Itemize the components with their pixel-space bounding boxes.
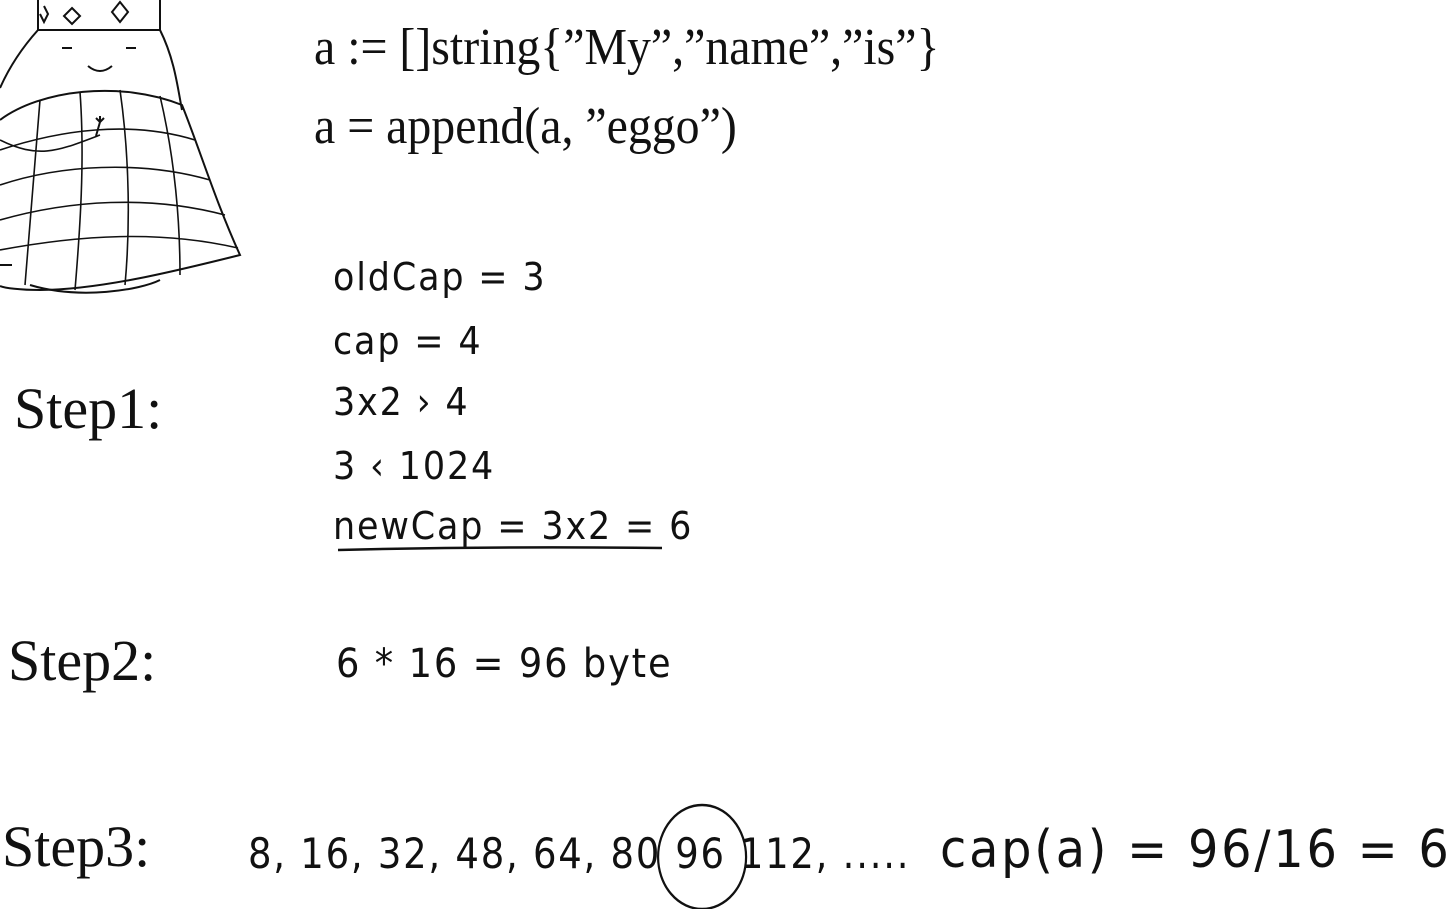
blanket-lower-edge — [29, 279, 161, 294]
gopher-mascot-illustration — [0, 0, 242, 294]
step3-label: Step3: — [2, 814, 151, 879]
sequence-after: 112, ..... — [739, 829, 911, 878]
size-class-sequence: 8, 16, 32, 48, 64, 80 96 112, ..... — [248, 803, 910, 909]
sequence-highlight-wrapper: 96 — [657, 803, 748, 909]
step1-cap: cap = 4 — [333, 319, 483, 363]
step1-new-cap: newCap = 3x2 = 6 — [333, 504, 694, 548]
step1-double-compare: 3x2 › 4 — [333, 380, 470, 424]
blanket-grid — [0, 89, 239, 291]
crown-icon — [37, 0, 161, 31]
code-line-slice-declaration: a := []string{”My”,”name”,”is”} — [314, 19, 940, 76]
code-line-append-call: a = append(a, ”eggo”) — [314, 98, 737, 155]
blanket-outline — [0, 89, 242, 292]
gopher-hand — [95, 116, 105, 137]
crown-diamond — [39, 0, 130, 26]
step3-cap-result: cap(a) = 96/16 = 6 — [940, 820, 1452, 880]
step1-threshold-compare: 3 ‹ 1024 — [333, 444, 496, 488]
step2-byte-calculation: 6 * 16 = 96 byte — [336, 641, 673, 687]
step1-old-cap: oldCap = 3 — [333, 255, 547, 299]
step1-label: Step1: — [14, 376, 163, 441]
step2-label: Step2: — [8, 628, 157, 693]
gopher-face — [62, 47, 136, 72]
sequence-before: 8, 16, 32, 48, 64, 80 — [248, 829, 662, 878]
new-cap-underline — [337, 546, 663, 552]
gopher-head — [0, 29, 183, 111]
sequence-highlight-value: 96 — [675, 829, 726, 878]
